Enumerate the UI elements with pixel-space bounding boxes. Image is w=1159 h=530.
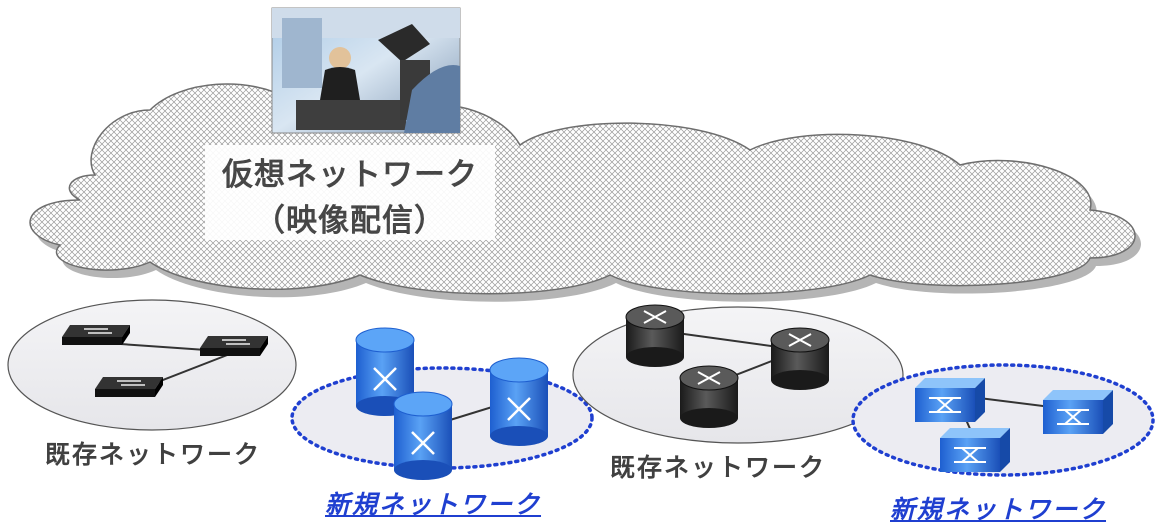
- router-icon: [770, 327, 830, 390]
- cloud-title: 仮想ネットワーク: [222, 157, 478, 193]
- router-icon: [393, 391, 453, 480]
- cloud-subtitle: （映像配信）: [254, 203, 446, 239]
- new-network-label-2: 新規ネットワーク: [890, 495, 1107, 524]
- existing-network-label-2: 既存ネットワーク: [610, 453, 827, 482]
- switch-icon: [940, 428, 1010, 472]
- switch-icon: [62, 325, 130, 345]
- router-icon: [355, 327, 415, 416]
- router-icon: [489, 357, 549, 446]
- switch-icon: [1043, 390, 1113, 434]
- cloud-label-box: 仮想ネットワーク （映像配信）: [205, 145, 495, 240]
- broadcast-studio-photo: [271, 7, 461, 134]
- switch-icon: [200, 336, 268, 356]
- switch-icon: [95, 377, 163, 397]
- switch-icon: [915, 378, 985, 422]
- existing-network-label-1: 既存ネットワーク: [45, 440, 262, 469]
- virtual-network-cloud: [29, 83, 1136, 295]
- existing-network-area-1: [7, 299, 297, 431]
- router-icon: [625, 304, 685, 367]
- new-network-label-1: 新規ネットワーク: [325, 490, 542, 519]
- router-icon: [679, 365, 739, 428]
